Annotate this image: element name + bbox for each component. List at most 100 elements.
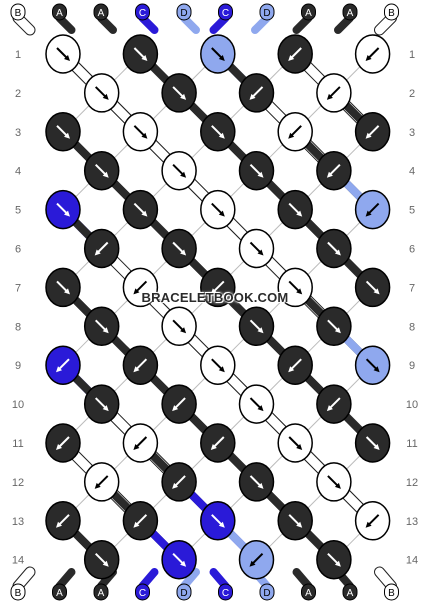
row-label-left: 4 — [15, 166, 21, 178]
knot-arrowhead-icon — [64, 210, 70, 217]
knot-arrowhead-icon — [296, 521, 303, 528]
string-label-bottom-badge — [176, 583, 192, 601]
knot-arrowhead-icon — [133, 288, 140, 295]
row-label-right: 3 — [409, 127, 415, 139]
knot-arrowhead-icon — [257, 249, 264, 256]
string-label-bottom-badge — [93, 583, 109, 601]
string-label-top-badge — [52, 3, 67, 21]
row-label-left: 7 — [15, 282, 21, 294]
string-label-top: A — [98, 8, 105, 19]
knot-arrowhead-icon — [64, 55, 70, 61]
string-label-bottom: D — [180, 588, 187, 599]
knot-arrowhead-icon — [257, 327, 264, 334]
bottom-tail — [292, 568, 313, 590]
knot-arrowhead-icon — [210, 444, 217, 450]
string-label-bottom: A — [305, 588, 312, 599]
bottom-tail — [375, 567, 396, 591]
string-label-bottom: C — [139, 588, 146, 599]
knot-arrowhead-icon — [94, 249, 101, 256]
knot-grid — [45, 34, 391, 580]
knot-arrowhead-icon — [133, 521, 140, 528]
string-label-top-badge — [10, 3, 26, 21]
string-label-bottom-badge — [10, 583, 26, 601]
string-label-top-badge — [176, 3, 192, 21]
knot-arrowhead-icon — [334, 249, 341, 256]
row-label-right: 9 — [409, 360, 415, 372]
knot-arrowhead-icon — [326, 171, 333, 178]
knot-arrowhead-icon — [141, 210, 148, 217]
row-label-right: 2 — [409, 88, 415, 100]
string-label-bottom-badge — [384, 583, 399, 601]
string-label-top: C — [222, 8, 229, 19]
string-label-bottom: B — [388, 588, 395, 599]
knot-arrowhead-icon — [257, 171, 264, 178]
row-label-left: 1 — [15, 49, 21, 61]
knot-arrowhead-icon — [326, 405, 333, 412]
knot-arrowhead-icon — [334, 560, 341, 567]
knot-arrowhead-icon — [56, 444, 62, 450]
knot-arrowhead-icon — [288, 55, 295, 61]
row-label-right: 1 — [409, 49, 415, 61]
knot-arrowhead-icon — [133, 366, 140, 373]
knot-arrowhead-icon — [249, 560, 256, 567]
knot-arrowhead-icon — [296, 288, 303, 295]
knot-arrowhead-icon — [373, 366, 380, 373]
string-label-top: A — [56, 8, 63, 19]
knot-arrowhead-icon — [373, 288, 380, 295]
knot-arrowhead-icon — [64, 132, 70, 139]
knot-arrowhead-icon — [326, 93, 333, 100]
string-label-top-badge — [259, 3, 275, 21]
string-label-top-badge — [218, 3, 233, 21]
knot-arrowhead-icon — [133, 444, 140, 450]
knot-arrowhead-icon — [102, 327, 109, 334]
knot-arrowhead-icon — [64, 288, 70, 295]
knot-arrowhead-icon — [365, 521, 372, 528]
bottom-tail — [180, 568, 200, 590]
knot-arrowhead-icon — [102, 405, 109, 412]
knot-arrowhead-icon — [141, 55, 148, 61]
knot-arrowhead-icon — [373, 444, 380, 450]
row-label-right: 10 — [406, 399, 418, 411]
string-label-bottom: C — [222, 588, 229, 599]
row-label-right: 4 — [409, 166, 415, 178]
bottom-tail — [13, 567, 35, 591]
row-label-right: 14 — [406, 555, 418, 567]
string-label-top: D — [180, 8, 187, 19]
knot-arrowhead-icon — [334, 482, 341, 489]
knot-arrowhead-icon — [296, 210, 303, 217]
row-label-left: 12 — [12, 477, 24, 489]
string-label-bottom-badge — [259, 583, 275, 601]
string-label-top: B — [388, 8, 395, 19]
knot-arrowhead-icon — [180, 327, 187, 334]
bottom-tail — [209, 568, 230, 590]
knot-arrowhead-icon — [94, 482, 101, 489]
knot-arrowhead-icon — [102, 560, 109, 567]
knot-arrowhead-icon — [365, 132, 372, 139]
row-label-left: 14 — [12, 555, 24, 567]
string-label-bottom: A — [98, 588, 105, 599]
knot-arrowhead-icon — [102, 171, 109, 178]
bottom-tail — [138, 568, 159, 590]
knot-arrowhead-icon — [288, 132, 295, 139]
string-label-bottom: B — [15, 588, 22, 599]
knot-arrowhead-icon — [180, 560, 187, 567]
row-label-left: 5 — [15, 205, 21, 217]
string-label-top: D — [263, 8, 270, 19]
knot-arrowhead-icon — [218, 132, 225, 139]
string-label-bottom: D — [263, 588, 270, 599]
string-label-top: B — [15, 8, 22, 19]
watermark-text: BRACELETBOOK.COM — [141, 290, 289, 305]
knot-arrowhead-icon — [180, 93, 187, 100]
row-label-left: 8 — [15, 321, 21, 333]
knot-arrowhead-icon — [365, 55, 372, 61]
knot-arrowhead-icon — [141, 132, 148, 139]
knot-arrowhead-icon — [210, 288, 217, 295]
string-label-bottom-badge — [135, 583, 150, 601]
row-label-right: 8 — [409, 321, 415, 333]
string-label-top-badge — [384, 3, 399, 21]
row-label-left: 13 — [12, 516, 24, 528]
row-label-left: 2 — [15, 88, 21, 100]
